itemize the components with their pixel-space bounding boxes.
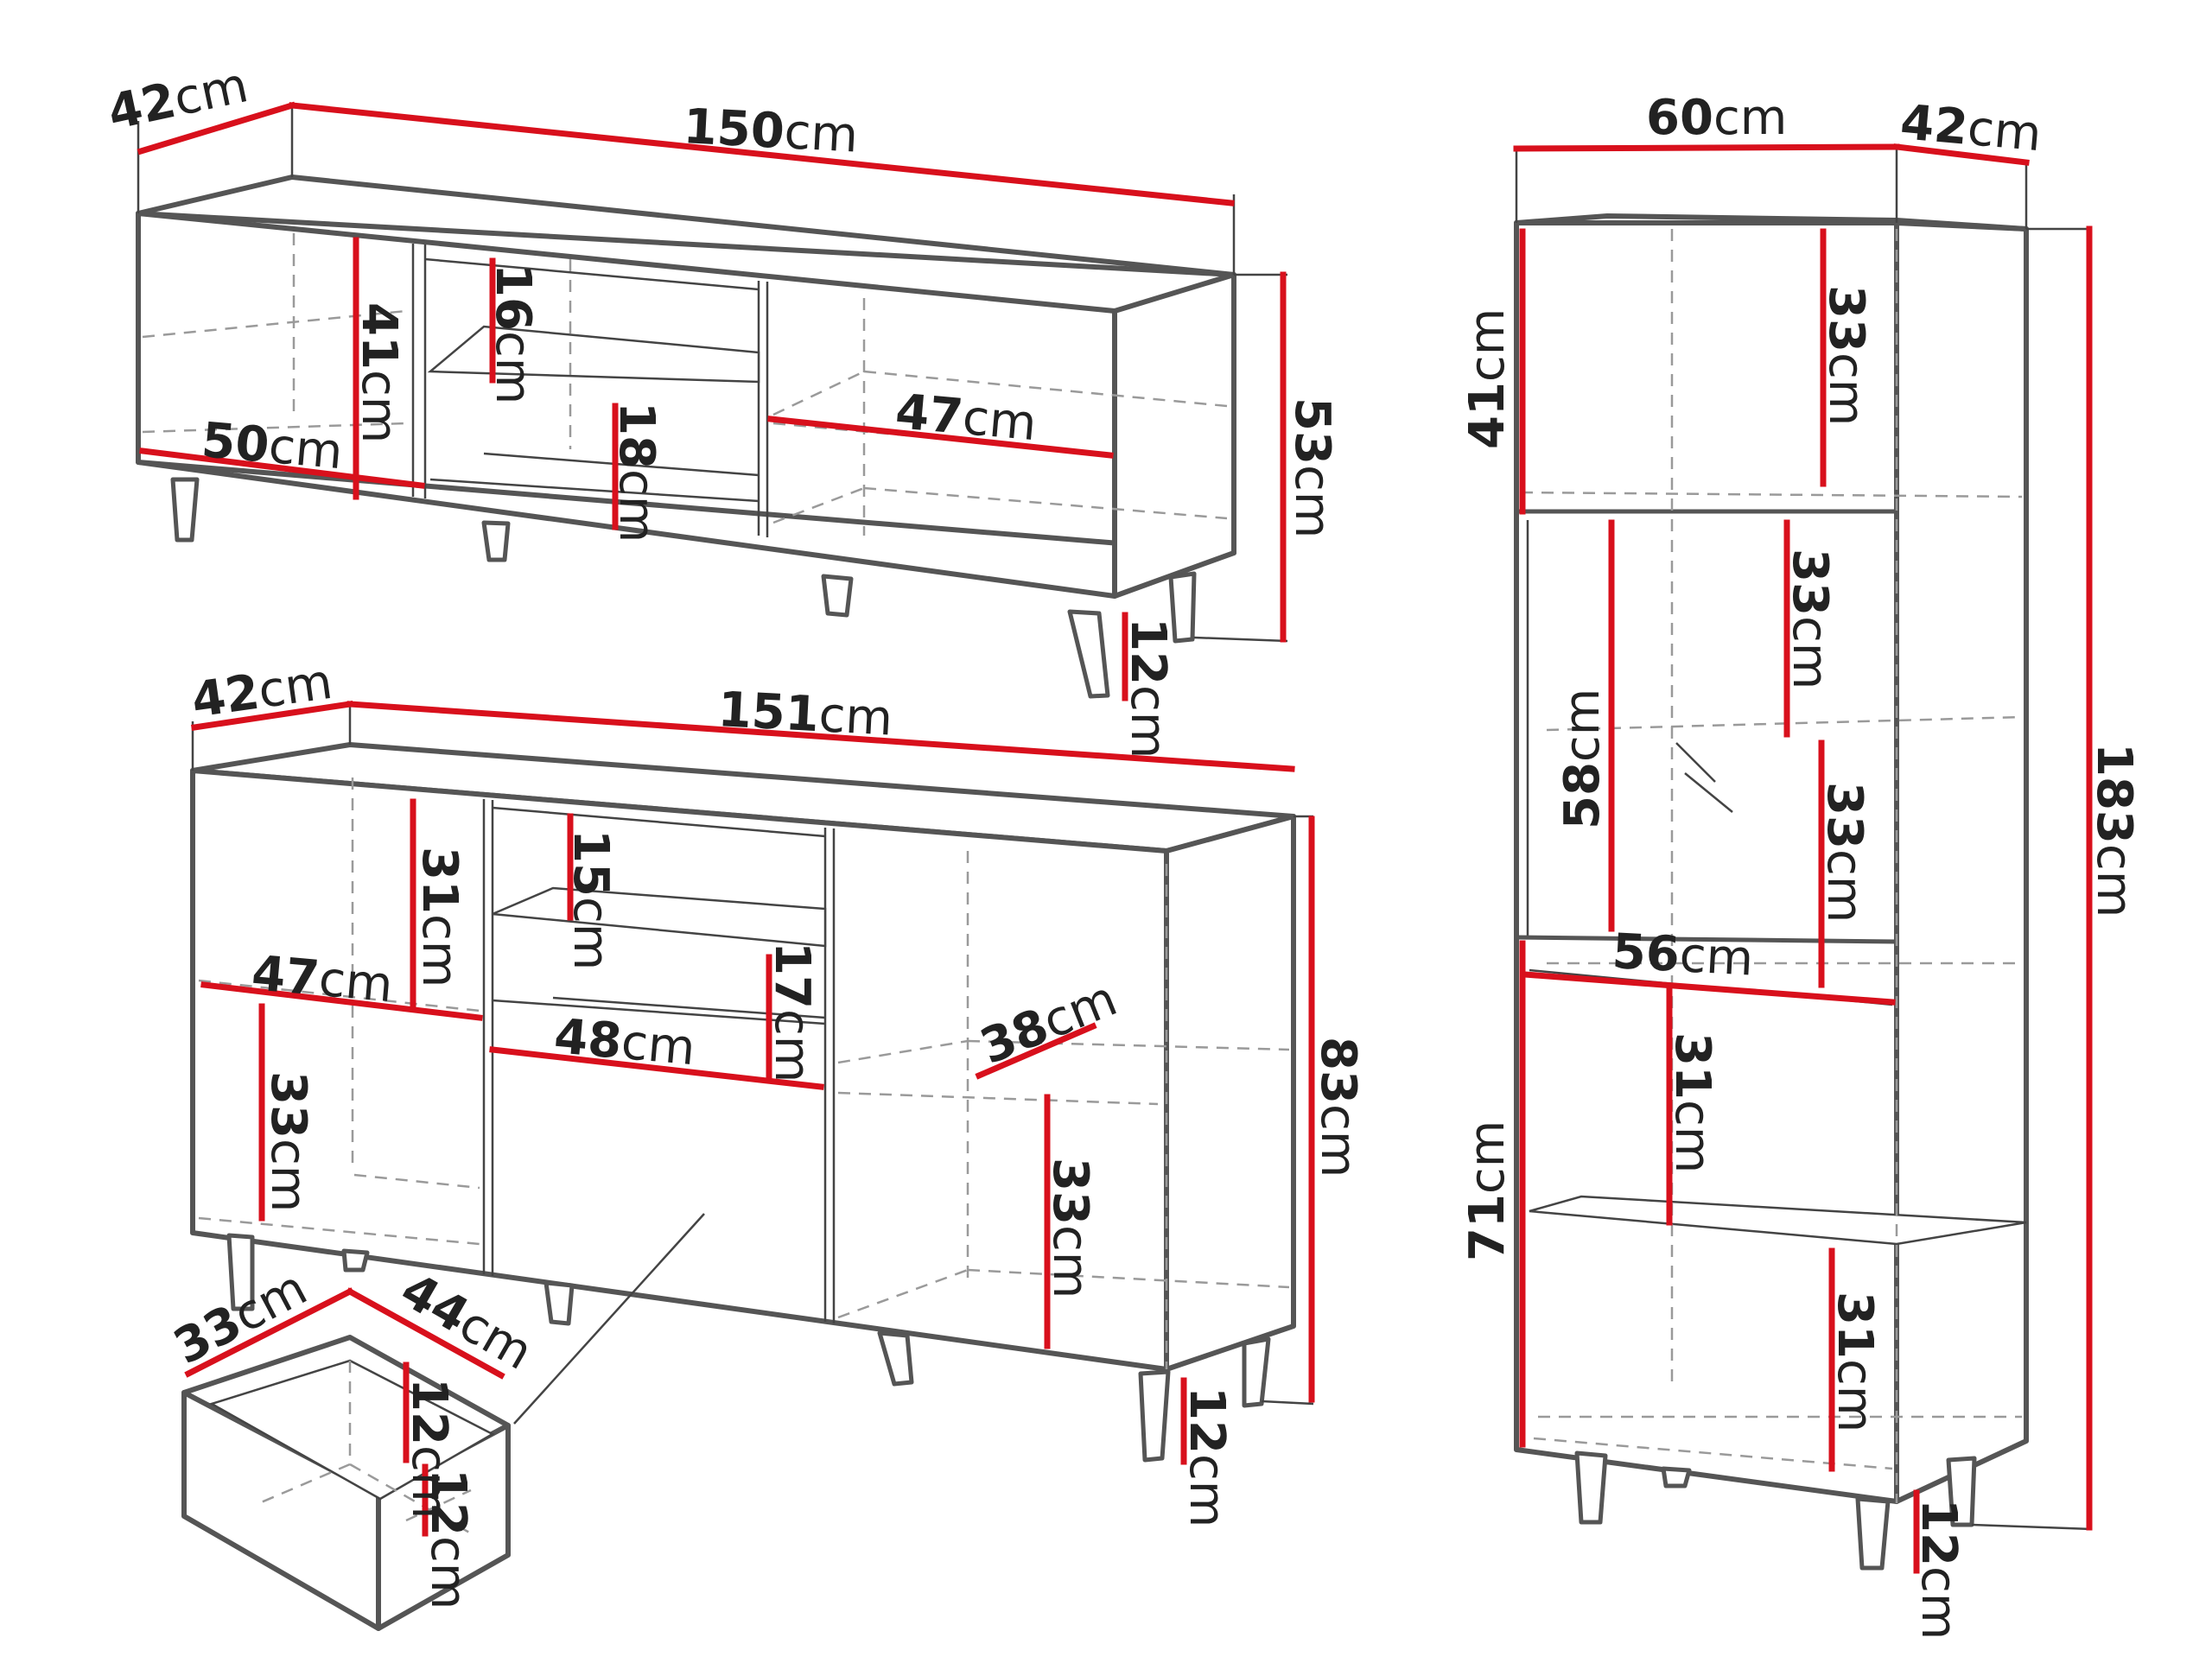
tv-shelf-bottom-label: 18cm bbox=[608, 402, 664, 543]
cab-top-height-label: 41cm bbox=[1459, 308, 1516, 449]
sb-width-label: 151cm bbox=[716, 682, 893, 746]
sb-mid-lower-label: 17cm bbox=[764, 942, 820, 1082]
cab-glass-height-label: 58cm bbox=[1554, 689, 1611, 829]
cab-bottom-bottom-label: 31cm bbox=[1827, 1292, 1883, 1432]
tv-stand bbox=[136, 101, 1288, 701]
cab-inner-width-label: 56cm bbox=[1611, 924, 1754, 987]
sb-depth-label: 42cm bbox=[188, 654, 336, 729]
tv-right-width-label: 47cm bbox=[893, 384, 1039, 452]
sb-right-height-label: 33cm bbox=[1042, 1158, 1098, 1298]
tv-shelf-top-label: 16cm bbox=[485, 263, 541, 404]
sb-height-label: 83cm bbox=[1310, 1037, 1366, 1177]
cab-top-shelf-label: 33cm bbox=[1818, 285, 1874, 426]
drawer bbox=[181, 1287, 511, 1631]
cab-height-label: 183cm bbox=[2086, 743, 2142, 917]
sb-leg-label: 12cm bbox=[1179, 1387, 1235, 1527]
cab-leg-label: 12cm bbox=[1910, 1499, 1967, 1640]
tv-width-label: 150cm bbox=[682, 98, 859, 163]
drawer-inner-height-label: 12cm bbox=[420, 1469, 476, 1609]
sb-mid-top-label: 15cm bbox=[563, 829, 619, 970]
tv-height-label: 53cm bbox=[1284, 397, 1340, 538]
cab-bottom-top-label: 31cm bbox=[1664, 1032, 1720, 1173]
sb-mid-width-label: 48cm bbox=[552, 1008, 697, 1076]
cab-depth-label: 42cm bbox=[1898, 94, 2044, 162]
drawer-height-label: 12cm bbox=[401, 1378, 457, 1519]
cab-bottom-height-label: 71cm bbox=[1459, 1120, 1516, 1261]
tall-cabinet bbox=[1513, 143, 2093, 1574]
sideboard bbox=[190, 701, 1315, 1465]
tv-depth-label: 42cm bbox=[103, 57, 252, 142]
sb-left-width-label: 47cm bbox=[250, 945, 395, 1013]
cab-glass-bottom-label: 33cm bbox=[1816, 782, 1872, 923]
tv-leg-label: 12cm bbox=[1120, 618, 1176, 759]
tv-left-height-label: 41cm bbox=[351, 302, 407, 443]
sb-left-top-label: 31cm bbox=[411, 847, 467, 987]
cab-width-label: 60cm bbox=[1646, 90, 1787, 146]
sb-left-bottom-label: 33cm bbox=[260, 1071, 316, 1212]
cab-glass-top-label: 33cm bbox=[1782, 549, 1838, 689]
tv-left-width-label: 50cm bbox=[200, 412, 345, 480]
